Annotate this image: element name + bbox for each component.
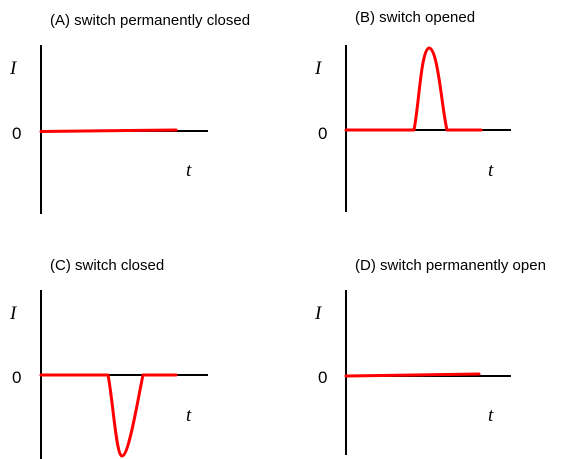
panel-b-zero-label: 0 <box>318 124 327 143</box>
panel-c: (C) switch closed I 0 t <box>9 257 208 459</box>
panel-c-current-pulse <box>39 373 178 458</box>
panel-b: (B) switch opened I 0 t <box>314 9 511 212</box>
panel-a-x-label: t <box>186 160 192 181</box>
panel-b-caption: (B) switch opened <box>355 9 475 26</box>
panel-b-y-label: I <box>314 58 323 79</box>
panel-d-x-label: t <box>488 405 494 426</box>
panel-d-zero-label: 0 <box>318 368 327 387</box>
panel-b-current-pulse <box>344 46 483 132</box>
panel-a-y-label: I <box>9 58 18 79</box>
panel-c-caption: (C) switch closed <box>50 257 164 274</box>
panel-c-y-label: I <box>9 303 18 324</box>
panel-d-current-curve <box>344 372 481 378</box>
panel-a: (A) switch permanently closed I 0 t <box>9 12 250 214</box>
panel-b-x-label: t <box>488 160 494 181</box>
panel-d: (D) switch permanently open I 0 t <box>314 257 546 455</box>
panel-a-zero-label: 0 <box>12 124 21 143</box>
panel-d-y-label: I <box>314 303 323 324</box>
panel-a-caption: (A) switch permanently closed <box>50 12 250 29</box>
panel-d-caption: (D) switch permanently open <box>355 257 546 274</box>
panel-a-current-curve <box>39 128 178 133</box>
panel-c-zero-label: 0 <box>12 368 21 387</box>
panel-c-x-label: t <box>186 405 192 426</box>
